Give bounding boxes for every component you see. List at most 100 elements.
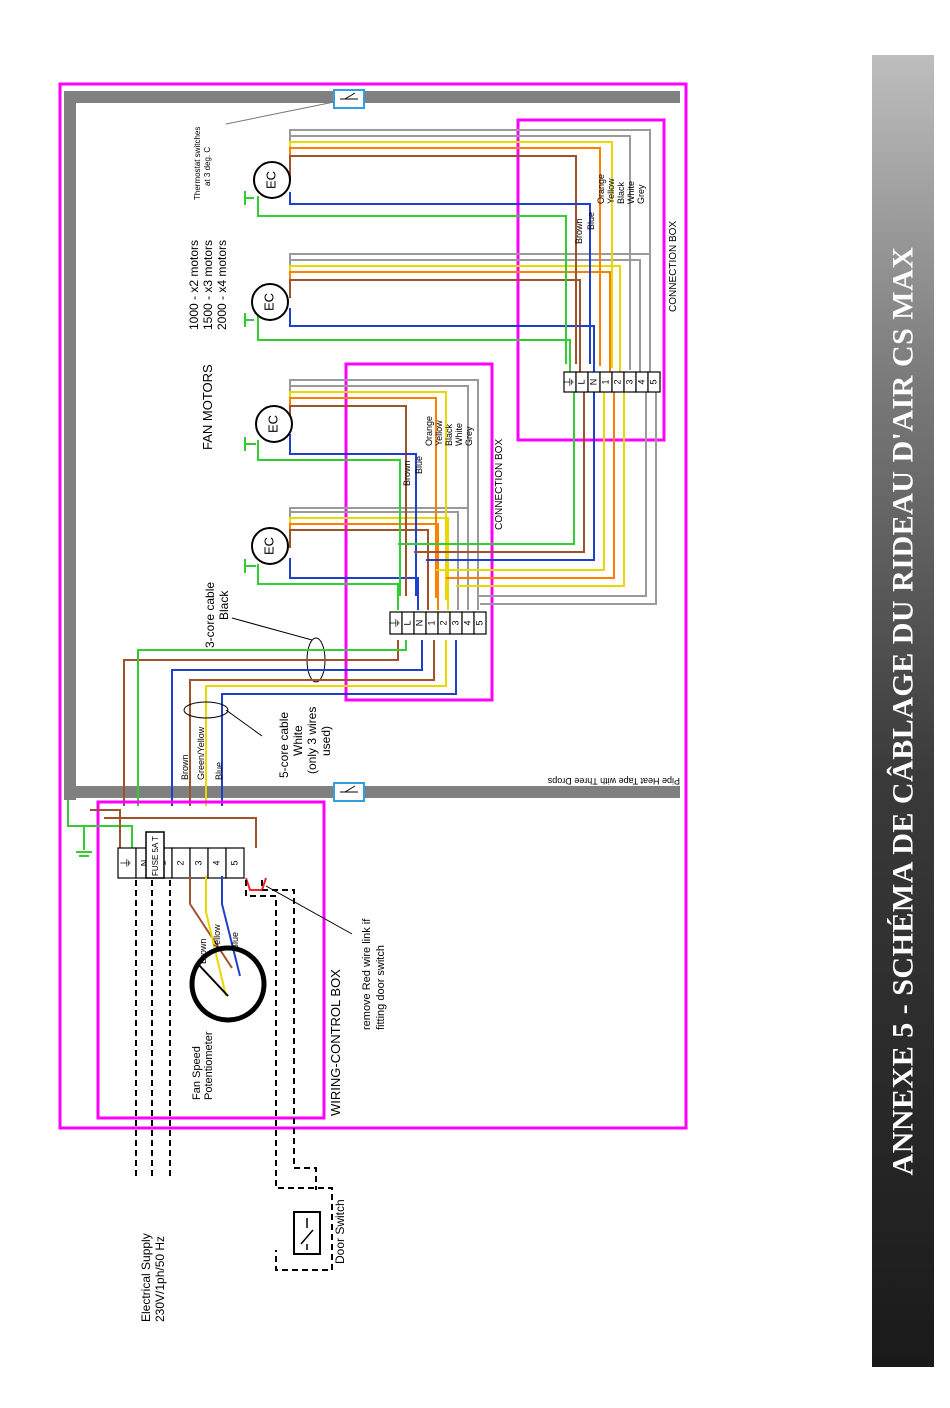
cable-3core-leader xyxy=(231,617,313,641)
terminal-cell: ⏚ xyxy=(562,371,577,393)
terminal-cell: ⏚ xyxy=(117,847,137,879)
potentiometer xyxy=(189,876,267,1023)
motor-1-label: EC xyxy=(261,537,276,555)
wire-label-blue: Blue xyxy=(414,456,424,474)
terminal-cell: 1 xyxy=(599,371,613,393)
terminal-cell: 4 xyxy=(635,371,649,393)
motor-3-label: EC xyxy=(261,293,276,311)
svg-text:at 3 deg. C: at 3 deg. C xyxy=(203,147,212,186)
supply-label: Electrical Supply 230V/1ph/50 Hz xyxy=(139,1233,167,1322)
control-earth-wires xyxy=(67,800,257,850)
connection-box-1 xyxy=(344,362,494,702)
terminal-cell: 5 xyxy=(225,847,245,879)
motor-2-label: EC xyxy=(265,415,280,433)
terminal-cell: ⏚ xyxy=(388,611,403,635)
svg-text:230V/1ph/50 Hz: 230V/1ph/50 Hz xyxy=(153,1236,167,1322)
terminal-label: 2 xyxy=(612,379,622,384)
terminal-cell: L xyxy=(401,611,415,635)
door-switch-label: Door Switch xyxy=(333,1199,347,1264)
terminal-label: 3 xyxy=(193,860,203,865)
remove-link-leader xyxy=(265,885,353,935)
feed-wires xyxy=(123,640,457,806)
terminal-label: 4 xyxy=(211,860,221,865)
thermostat-leader xyxy=(225,101,335,125)
svg-text:Fan Speed: Fan Speed xyxy=(191,1046,203,1100)
terminal-label: ⏚ xyxy=(562,376,576,388)
cable-5core-marker xyxy=(183,701,229,719)
terminal-label: 5 xyxy=(474,620,484,625)
pot-wire-labels: Brown Yellow Blue xyxy=(198,924,240,964)
pipe-frame xyxy=(64,91,680,800)
page-title: ANNEXE 5 - SCHÉMA DE CÂBLAGE DU RIDEAU D… xyxy=(886,246,919,1176)
terminal-label: 1 xyxy=(600,379,610,384)
motor-4-icon xyxy=(253,161,291,199)
wire-label-orange: Orange xyxy=(424,416,434,446)
svg-text:Brown: Brown xyxy=(198,938,208,964)
terminal-label: L xyxy=(576,379,586,384)
motor-3-icon xyxy=(251,283,289,321)
terminal-label: 4 xyxy=(636,379,646,384)
terminal-cell: N xyxy=(413,611,427,635)
svg-text:used): used) xyxy=(319,726,333,756)
wire-label-brown: Brown xyxy=(402,460,412,486)
wire-label-yellow: Yellow xyxy=(434,420,444,446)
terminal-cell: N xyxy=(587,371,601,393)
terminal-cell: 3 xyxy=(623,371,637,393)
wire-label-grey: Grey xyxy=(636,184,646,204)
svg-text:Brown: Brown xyxy=(180,754,190,780)
terminal-label: ⏚ xyxy=(388,617,402,629)
wire-label-brown: Brown xyxy=(574,218,584,244)
svg-text:2000 - x4 motors: 2000 - x4 motors xyxy=(215,240,229,330)
wire-labels-box-2: Brown Blue Orange Yellow Black White Gre… xyxy=(574,174,646,244)
svg-text:Green/Yellow: Green/Yellow xyxy=(196,726,206,780)
terminal-label: N xyxy=(139,860,149,867)
motor-2: EC xyxy=(244,405,293,451)
svg-text:5-core cable: 5-core cable xyxy=(277,712,291,778)
terminal-label: ⏚ xyxy=(119,857,133,869)
svg-text:Black: Black xyxy=(217,590,231,620)
thermostat-switch-bottom xyxy=(333,782,365,802)
potentiometer-label: Fan Speed Potentiometer xyxy=(191,1031,215,1100)
terminal-cell: 5 xyxy=(473,611,487,635)
wire-labels-box-1: Brown Blue Orange Yellow Black White Gre… xyxy=(402,416,474,486)
motor-4: EC xyxy=(244,161,291,205)
supply-dashed-lines xyxy=(135,880,333,1271)
title-sidebar xyxy=(872,55,934,1367)
thermostat-label: Thermostat switches at 3 deg. C xyxy=(193,127,212,200)
svg-text:1500 - x3 motors: 1500 - x3 motors xyxy=(201,240,215,330)
wiring-control-box xyxy=(96,800,326,1120)
svg-text:fitting door switch: fitting door switch xyxy=(375,945,387,1030)
svg-text:Blue: Blue xyxy=(230,932,240,950)
svg-text:3-core cable: 3-core cable xyxy=(203,582,217,648)
wiring-box-label: WIRING-CONTROL BOX xyxy=(328,969,343,1116)
wire-label-blue: Blue xyxy=(586,212,596,230)
cable-5core-leader xyxy=(225,709,263,737)
terminal-cell: L xyxy=(575,371,589,393)
svg-text:Yellow: Yellow xyxy=(212,924,222,950)
terminal-label: L xyxy=(402,620,412,625)
feed-color-labels: Brown Green/Yellow Blue xyxy=(180,726,224,780)
terminal-label: N xyxy=(588,379,598,386)
terminal-cell: 4 xyxy=(461,611,475,635)
terminal-cell: 5 xyxy=(647,371,661,393)
outer-boundary xyxy=(58,82,688,1130)
door-switch xyxy=(293,1211,321,1255)
motor-3-wires xyxy=(257,253,651,372)
fuse-label: FUSE 5A T xyxy=(151,836,160,876)
inter-box-wires xyxy=(398,390,657,605)
title-container: ANNEXE 5 - SCHÉMA DE CÂBLAGE DU RIDEAU D… xyxy=(872,55,934,1367)
cable-5core-label: 5-core cable White (only 3 wires used) xyxy=(277,707,333,778)
terminal-label: 5 xyxy=(229,860,239,865)
terminal-label: 3 xyxy=(450,620,460,625)
fuse: FUSE 5A T xyxy=(145,831,165,879)
wire-label-yellow: Yellow xyxy=(606,178,616,204)
terminal-label: 1 xyxy=(426,620,436,625)
terminal-label: 2 xyxy=(438,620,448,625)
terminal-cell: 2 xyxy=(437,611,451,635)
terminal-label: 3 xyxy=(624,379,634,384)
svg-text:Thermostat switches: Thermostat switches xyxy=(193,127,202,200)
fan-motors-label: FAN MOTORS xyxy=(200,364,215,450)
